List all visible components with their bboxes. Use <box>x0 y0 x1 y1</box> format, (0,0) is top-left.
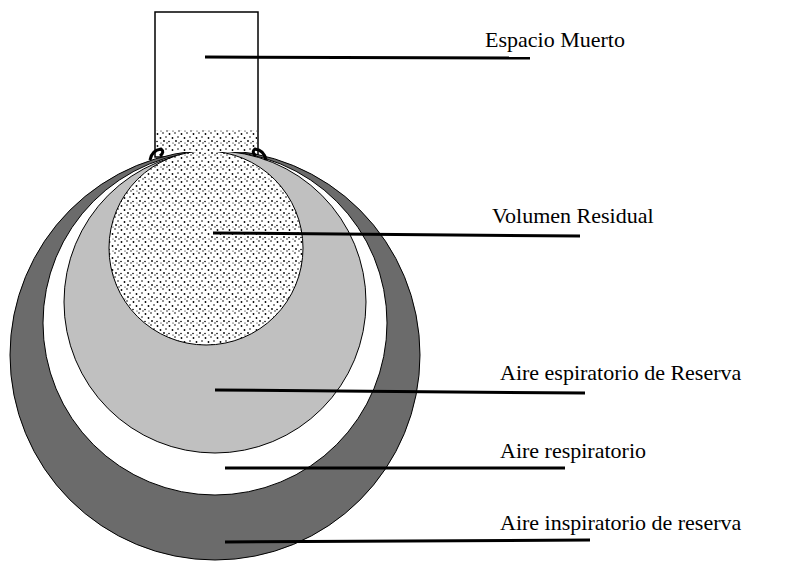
neck-curl <box>253 149 266 160</box>
part-label: Aire respiratorio <box>500 439 646 463</box>
neck-stipple <box>156 130 257 152</box>
leader-line <box>225 540 590 542</box>
inspiratory-reserve-zone <box>10 150 420 560</box>
dead-space-tube <box>155 12 258 157</box>
leader-line <box>213 233 580 236</box>
leader-line <box>225 467 565 470</box>
part-label: Volumen Residual <box>492 204 654 228</box>
part-label: Aire espiratorio de Reserva <box>500 361 741 385</box>
part-label: Aire inspiratorio de reserva <box>500 511 741 535</box>
tidal-air-zone <box>43 151 387 495</box>
leader-line <box>205 57 530 58</box>
expiratory-reserve-zone <box>64 151 366 453</box>
leader-line <box>215 390 585 393</box>
neck-curl <box>150 149 163 160</box>
leader-lines <box>205 57 590 542</box>
residual-volume-zone <box>109 151 303 345</box>
part-label: Espacio Muerto <box>485 28 625 52</box>
